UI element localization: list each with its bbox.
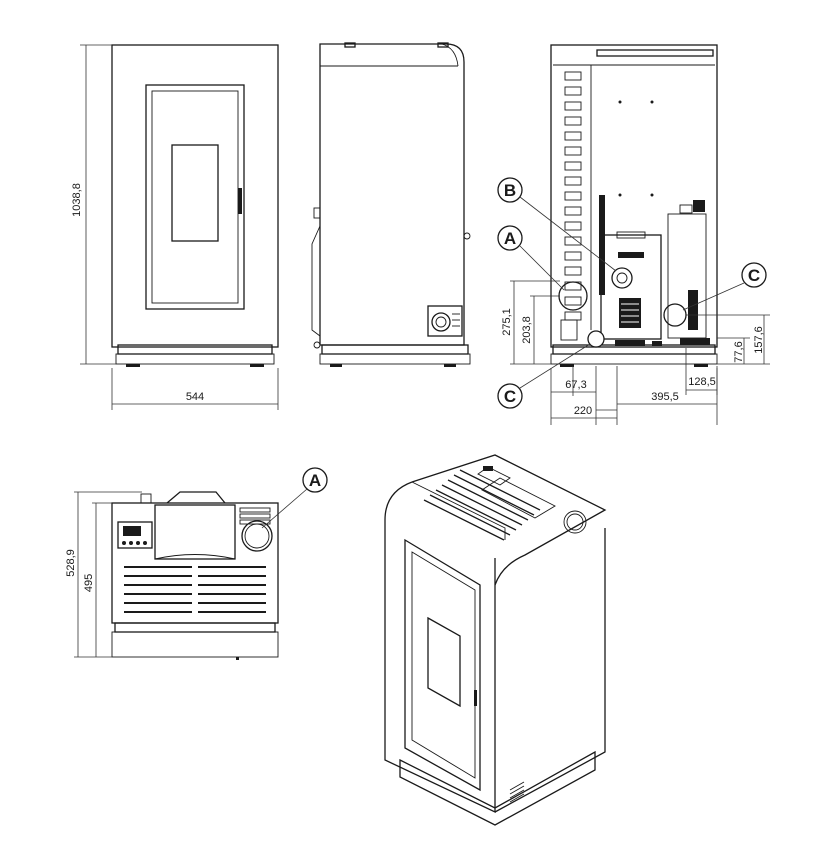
side-view bbox=[311, 42, 471, 367]
dim-rear-275: 275,1 bbox=[501, 308, 513, 336]
dim-rear-395: 395,5 bbox=[651, 391, 679, 403]
rear-dimensions: 275,1 203,8 67,3 220 395,5 128,5 77,6 15… bbox=[501, 280, 770, 425]
rear-view bbox=[550, 44, 718, 367]
dim-rear-220: 220 bbox=[574, 405, 592, 417]
iso-side-vent bbox=[509, 781, 525, 803]
callout-a-top: A bbox=[309, 471, 321, 490]
front-dimensions: 1038,8 544 bbox=[71, 44, 279, 410]
callout-c-right: C bbox=[748, 266, 760, 285]
iso-view bbox=[384, 454, 607, 826]
dim-front-width: 544 bbox=[186, 391, 204, 403]
top-grille bbox=[124, 566, 266, 613]
callout-c-left: C bbox=[504, 387, 516, 406]
rear-internals bbox=[558, 100, 710, 348]
dim-rear-157: 157,6 bbox=[753, 326, 765, 354]
dim-front-height: 1038,8 bbox=[71, 183, 83, 217]
front-view bbox=[111, 44, 279, 367]
dim-top-528: 528,9 bbox=[65, 549, 77, 577]
dim-rear-77: 77,6 bbox=[733, 341, 745, 362]
dim-rear-203: 203,8 bbox=[521, 316, 533, 344]
callout-a-rear: A bbox=[504, 229, 516, 248]
dim-rear-128: 128,5 bbox=[688, 376, 716, 388]
callout-b: B bbox=[504, 181, 516, 200]
top-callout: A bbox=[261, 467, 328, 529]
top-view bbox=[111, 491, 279, 660]
dim-rear-67: 67,3 bbox=[565, 379, 586, 391]
dim-top-495: 495 bbox=[83, 574, 95, 592]
iso-grille bbox=[423, 469, 541, 541]
top-dimensions: 528,9 495 bbox=[65, 491, 142, 658]
rear-callouts: B A C C bbox=[497, 177, 767, 409]
